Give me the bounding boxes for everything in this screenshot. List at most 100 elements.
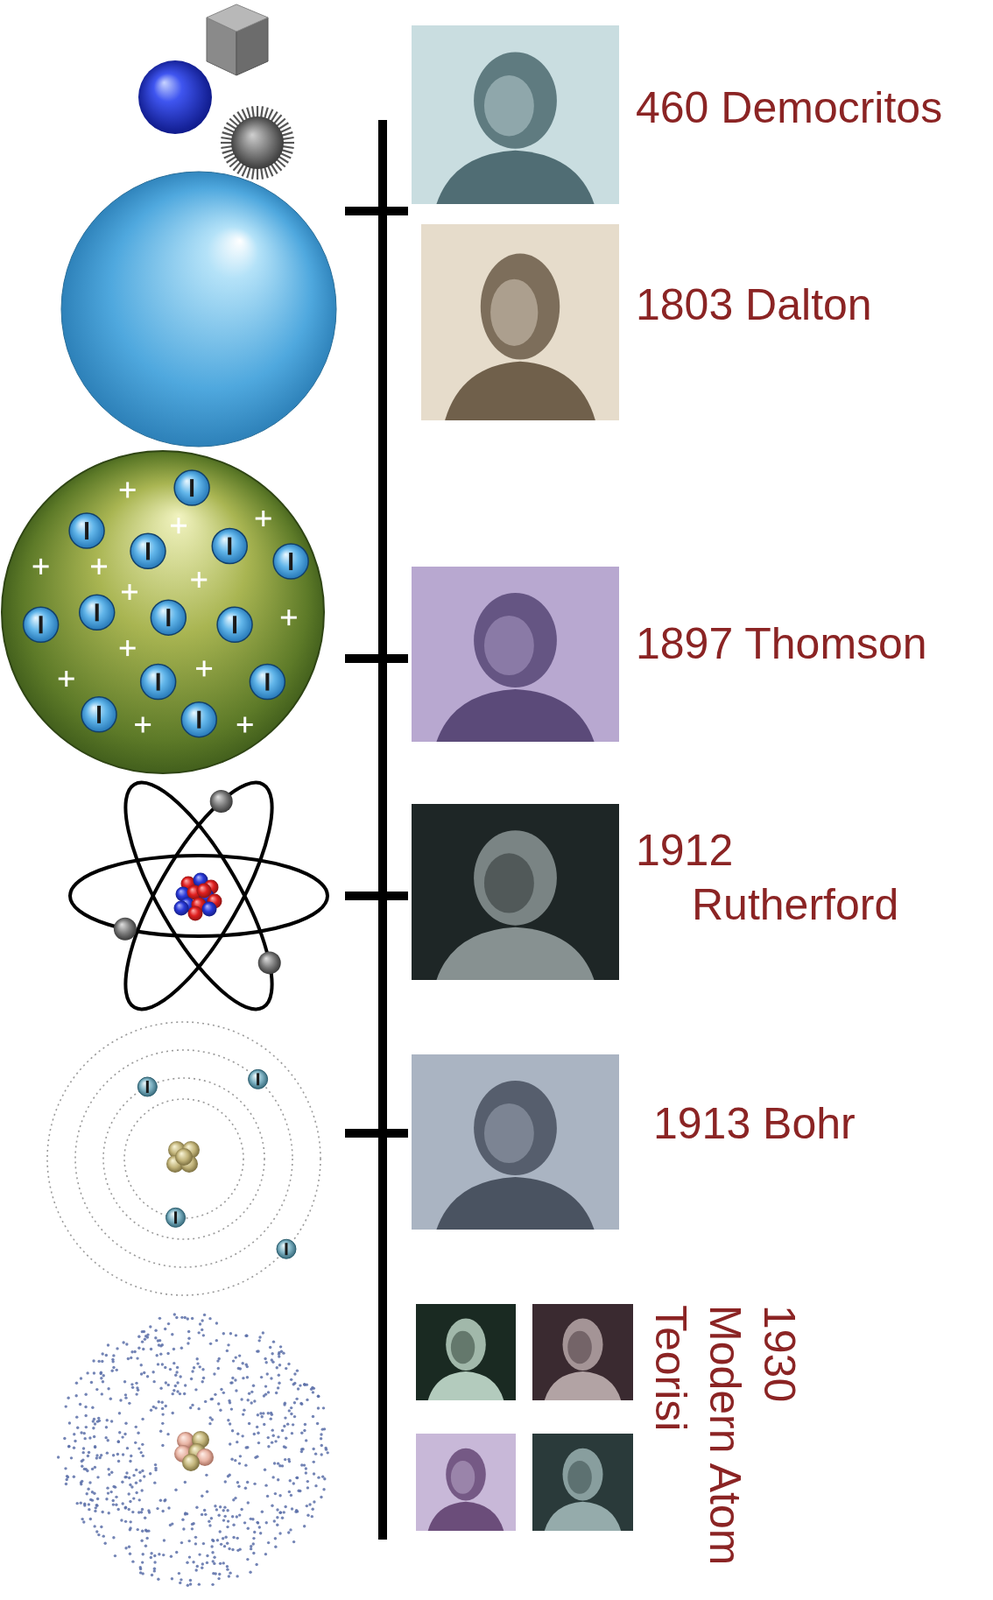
cloud-dot: [175, 1316, 178, 1319]
cloud-dot: [279, 1510, 282, 1514]
cloud-dot: [85, 1492, 89, 1495]
cloud-dot: [296, 1489, 300, 1493]
cloud-dot: [83, 1431, 86, 1435]
cloud-dot: [120, 1501, 124, 1505]
cloud-dot: [216, 1538, 219, 1542]
cloud-dot: [269, 1416, 273, 1420]
cloud-dot: [86, 1454, 90, 1458]
cloud-dot: [296, 1387, 300, 1390]
minus-sign: [166, 608, 170, 627]
cloud-dot: [127, 1545, 131, 1549]
cloud-dot: [96, 1497, 99, 1501]
cloud-dot: [282, 1424, 286, 1428]
dalton-sphere: [61, 171, 337, 447]
cloud-dot: [106, 1438, 110, 1442]
orbit: [70, 855, 328, 937]
minus-sign: [39, 615, 43, 634]
energy-level: [75, 1049, 293, 1268]
cloud-dot: [222, 1391, 226, 1395]
cloud-dot: [154, 1466, 157, 1470]
cloud-dot: [218, 1572, 221, 1576]
cloud-dot: [129, 1356, 133, 1360]
cloud-dot: [272, 1339, 275, 1343]
cloud-dot: [137, 1335, 141, 1339]
cloud-dot: [201, 1380, 205, 1383]
cloud-dot: [125, 1471, 128, 1474]
cloud-dot: [154, 1463, 157, 1466]
cloud-dot: [314, 1484, 317, 1487]
cloud-dot: [200, 1566, 204, 1570]
cloud-dot: [230, 1457, 233, 1461]
electron: [130, 533, 166, 569]
portrait-shoulders: [436, 927, 594, 980]
cloud-dot: [112, 1502, 115, 1506]
cloud-dot: [134, 1425, 138, 1429]
cloud-dot: [300, 1431, 303, 1435]
cloud-dot: [295, 1368, 299, 1372]
cloud-dot: [283, 1415, 287, 1419]
plus-sign: [261, 510, 265, 527]
portrait-face-light: [484, 75, 535, 136]
cloud-dot: [281, 1464, 284, 1467]
cloud-dot: [68, 1421, 71, 1424]
cloud-dot: [154, 1329, 157, 1332]
cloud-dot: [117, 1439, 120, 1443]
cloud-dot: [123, 1475, 127, 1479]
cloud-dot: [66, 1475, 70, 1479]
cloud-dot: [281, 1351, 285, 1354]
cloud-dot: [241, 1376, 245, 1380]
label-line: 1930: [752, 1304, 807, 1565]
cloud-dot: [230, 1380, 233, 1384]
cloud-dot: [270, 1413, 274, 1416]
cloud-dot: [292, 1540, 296, 1543]
cloud-dot: [155, 1507, 159, 1510]
cloud-dot: [172, 1361, 176, 1365]
cloud-dot: [101, 1380, 105, 1383]
electron: [211, 528, 247, 564]
portrait-face-light: [450, 1460, 475, 1494]
cloud-dot: [79, 1482, 83, 1486]
cloud-dot: [156, 1362, 160, 1366]
minus-sign: [232, 615, 237, 634]
cloud-dot: [144, 1544, 148, 1548]
cloud-dot: [170, 1332, 174, 1336]
cloud-dot: [115, 1368, 119, 1372]
cloud-dot: [316, 1475, 320, 1479]
cloud-dot: [119, 1398, 122, 1402]
electron: [181, 702, 217, 738]
cloud-dot: [231, 1514, 234, 1518]
minus-sign: [95, 603, 99, 621]
cloud-dot: [276, 1478, 280, 1481]
cloud-dot: [311, 1390, 315, 1394]
nucleon: [175, 1147, 193, 1166]
cloud-dot: [80, 1517, 84, 1521]
electron: [273, 543, 309, 579]
cloud-dot: [226, 1343, 230, 1346]
cloud-dot: [305, 1504, 309, 1508]
cloud-dot: [166, 1352, 170, 1355]
cloud-dot: [197, 1552, 201, 1556]
cloud-dot: [153, 1569, 156, 1572]
cloud-dot: [119, 1518, 123, 1522]
cloud-dot: [107, 1472, 111, 1476]
cloud-dot: [112, 1535, 115, 1539]
cloud-dot: [198, 1322, 202, 1325]
cloud-dot: [266, 1372, 269, 1375]
cloud-dot: [93, 1445, 97, 1449]
cloud-dot: [288, 1528, 292, 1531]
cloud-dot: [282, 1402, 286, 1406]
cloud-dot: [228, 1570, 232, 1574]
cloud-dot: [288, 1478, 292, 1482]
cloud-dot: [145, 1536, 148, 1540]
cloud-dot: [302, 1524, 306, 1528]
timeline-tick: [345, 891, 409, 901]
cloud-dot: [99, 1370, 103, 1374]
portrait-shoulders: [436, 689, 594, 742]
cloud-dot: [96, 1475, 99, 1479]
cloud-dot: [233, 1496, 237, 1500]
cloud-dot: [271, 1360, 275, 1364]
cloud-dot: [223, 1544, 226, 1548]
cloud-dot: [149, 1347, 153, 1351]
cloud-dot: [324, 1447, 328, 1451]
cloud-dot: [219, 1387, 223, 1391]
